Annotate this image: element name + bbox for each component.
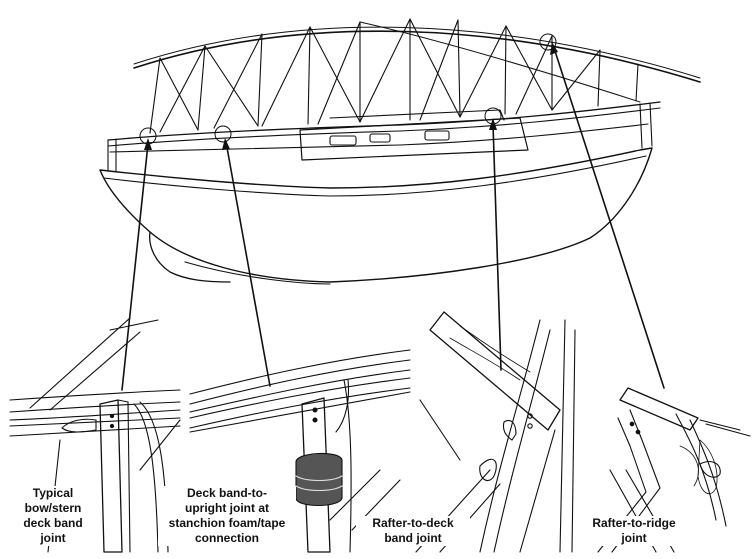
label-line: joint	[40, 531, 66, 545]
label-line: joint	[621, 531, 647, 545]
label-line: Rafter-to-deck	[372, 516, 454, 530]
label-line: band joint	[384, 531, 442, 545]
label-line: Rafter-to-ridge	[592, 516, 676, 530]
detail-rafter-ridge-joint	[597, 387, 751, 553]
label-line: upright joint at	[185, 501, 269, 515]
label-bow-stern-deck-band-joint: Typical bow/stern deck band joint	[6, 486, 100, 546]
label-line: connection	[194, 531, 259, 545]
boat-hull	[99, 101, 661, 285]
label-rafter-deck-band-joint: Rafter-to-deck band joint	[356, 516, 470, 546]
label-line: deck band	[23, 516, 83, 530]
label-line: bow/stern	[24, 501, 82, 515]
label-line: stanchion foam/tape	[168, 516, 286, 530]
label-deck-band-upright-joint: Deck band-to- upright joint at stanchion…	[158, 486, 296, 546]
label-line: Typical	[32, 486, 74, 500]
detail-rafter-deck-joint	[415, 311, 576, 553]
label-line: Deck band-to-	[186, 486, 267, 500]
leader-lines	[121, 47, 665, 391]
label-rafter-ridge-joint: Rafter-to-ridge joint	[580, 516, 688, 546]
frame-structure	[133, 18, 701, 134]
detail-deck-upright-joint	[189, 349, 411, 553]
